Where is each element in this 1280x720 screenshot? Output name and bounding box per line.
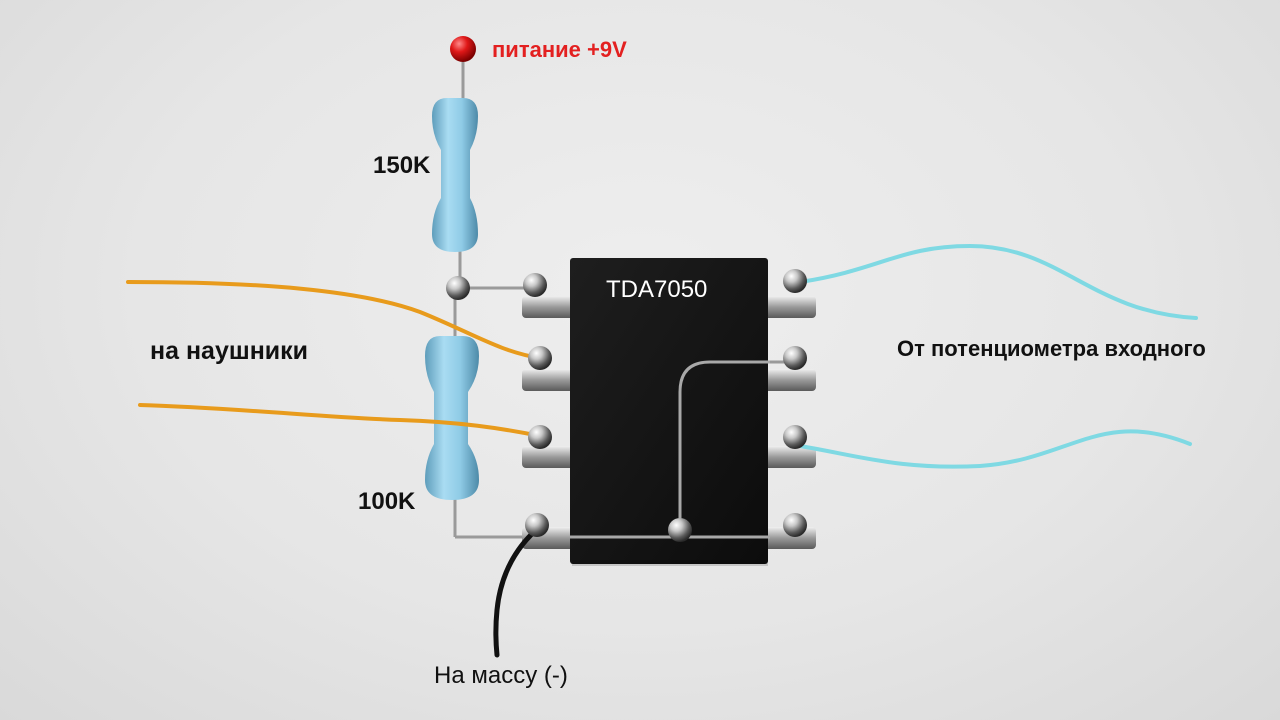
power-terminal-icon	[450, 36, 476, 62]
pin-lead-6	[764, 446, 816, 468]
pin-bridge-wire-front	[678, 360, 770, 530]
resistor-150k-label: 150K	[373, 152, 431, 179]
power-label: питание +9V	[492, 37, 627, 62]
ground-label: На массу (-)	[434, 662, 568, 689]
headphone-wire-2	[138, 403, 542, 438]
input-wires	[798, 243, 1198, 469]
pin-ball-8	[783, 269, 807, 293]
pin-ball-4	[525, 513, 549, 537]
input-wire-1	[798, 243, 1198, 320]
pin-lead-1	[522, 296, 574, 318]
resistor-150k	[432, 98, 478, 288]
resistor-100k-label: 100K	[358, 488, 416, 515]
pin-ball-5	[783, 513, 807, 537]
pin-lead-7	[764, 369, 816, 391]
pin-ball-6	[783, 425, 807, 449]
pin-lead-3	[522, 446, 574, 468]
chip-label: TDA7050	[606, 276, 708, 303]
pin-ball-7	[783, 346, 807, 370]
chip-body	[570, 258, 768, 564]
ground-wire	[493, 527, 539, 658]
pin-ball-1	[523, 273, 547, 297]
resistor-100k	[425, 300, 479, 537]
solder-balls	[446, 269, 807, 542]
input-label: От потенциометра входного	[897, 336, 1206, 361]
chip-shadow	[572, 560, 768, 566]
pin-lead-8	[764, 296, 816, 318]
headphone-wires	[126, 280, 542, 438]
pin-ball-3	[528, 425, 552, 449]
headphone-wire-1	[126, 280, 542, 360]
bridge-ball	[668, 518, 692, 542]
junction-ball	[446, 276, 470, 300]
pin-lead-2	[522, 369, 574, 391]
headphones-label: на наушники	[150, 337, 309, 365]
pin-ball-2	[528, 346, 552, 370]
input-wire-2	[798, 429, 1192, 469]
